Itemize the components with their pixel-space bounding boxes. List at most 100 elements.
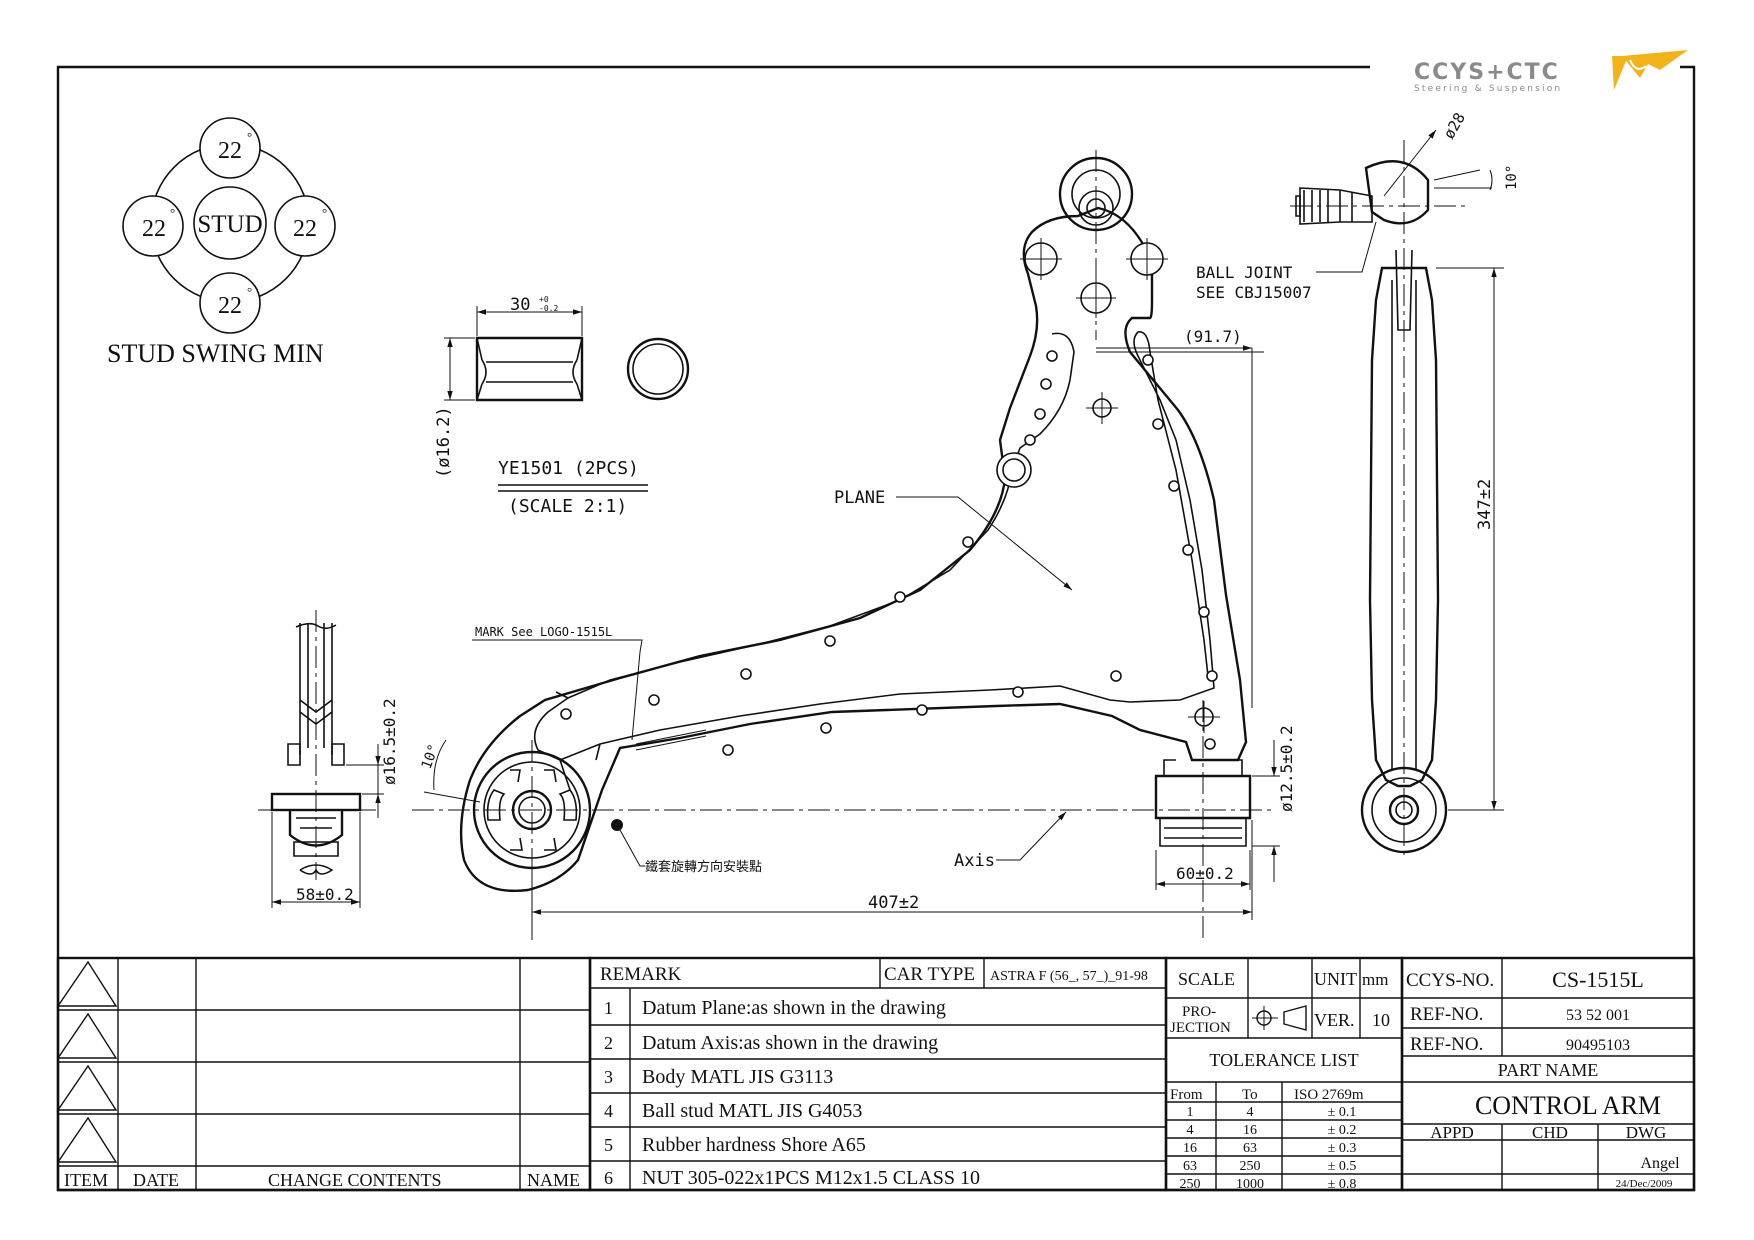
rear-bushing-width: 60±0.2 xyxy=(1176,864,1234,883)
ver-label: VER. xyxy=(1314,1010,1355,1030)
left-diameter: ø16.5±0.2 xyxy=(380,698,399,785)
main-angle: 10° xyxy=(419,742,443,771)
part-name-label: PART NAME xyxy=(1498,1060,1598,1080)
projection-symbol-icon xyxy=(1252,1005,1307,1031)
ref-no-2: 90495103 xyxy=(1566,1037,1630,1054)
svg-text:± 0.5: ± 0.5 xyxy=(1328,1159,1357,1174)
drawing-date: 24/Dec/2009 xyxy=(1616,1178,1673,1190)
stud-swing-caption: STUD SWING MIN xyxy=(107,339,324,368)
ref-no-label-1: REF-NO. xyxy=(1410,1004,1483,1025)
svg-text:ISO 2769m: ISO 2769m xyxy=(1294,1087,1364,1103)
overall-length: 407±2 xyxy=(868,893,919,913)
projection-label-1: PRO- xyxy=(1182,1004,1216,1020)
rev-name-header: NAME xyxy=(527,1170,580,1190)
appd-label: APPD xyxy=(1430,1123,1473,1142)
swing-angle-top: 22 xyxy=(218,138,242,164)
remark-header: REMARK xyxy=(600,964,682,985)
scale-label: SCALE xyxy=(1178,969,1235,989)
svg-text:1: 1 xyxy=(604,998,613,1018)
svg-text:°: ° xyxy=(247,129,252,144)
ref-no-label-2: REF-NO. xyxy=(1410,1034,1483,1055)
svg-text:16: 16 xyxy=(1243,1123,1257,1138)
bushing-diameter: (ø16.2) xyxy=(434,406,454,478)
remark-5: Rubber hardness Shore A65 xyxy=(642,1134,866,1156)
plane-label: PLANE xyxy=(834,488,885,508)
bushing-note: 鐵套旋轉方向安裝點 xyxy=(645,859,762,875)
chd-label: CHD xyxy=(1532,1123,1568,1142)
car-type: ASTRA F (56_, 57_)_91-98 xyxy=(990,969,1148,984)
svg-text:-0.2: -0.2 xyxy=(539,304,558,313)
remark-2: Datum Axis:as shown in the drawing xyxy=(642,1032,938,1054)
unit-label: UNIT xyxy=(1314,969,1357,989)
svg-text:To: To xyxy=(1242,1087,1258,1103)
stud-swing-diagram: STUD 22 22 22 22 ° ° ° ° STUD SWING MIN xyxy=(107,117,336,368)
svg-text:4: 4 xyxy=(604,1101,613,1121)
logo-tagline: Steering & Suspension xyxy=(1414,84,1562,94)
ver-value: 10 xyxy=(1372,1010,1390,1030)
svg-text:2: 2 xyxy=(604,1033,613,1053)
control-arm-main-view: (91.7) 407±2 60±0.2 ø12.5±0.2 10° PLANE … xyxy=(412,150,1296,940)
ref-no-1: 53 52 001 xyxy=(1566,1007,1630,1024)
swing-angle-bottom: 22 xyxy=(218,293,242,319)
svg-text:63: 63 xyxy=(1183,1159,1197,1174)
axis-label: Axis xyxy=(954,851,995,871)
bushing-part: YE1501 (2PCS) xyxy=(498,458,639,479)
tolerance-rows: 1 4 ± 0.1 4 16 ± 0.2 16 63 ± 0.3 63 250 … xyxy=(1180,1105,1357,1192)
ccys-no-label: CCYS-NO. xyxy=(1406,970,1494,991)
svg-text:± 0.1: ± 0.1 xyxy=(1328,1105,1357,1120)
svg-text:63: 63 xyxy=(1243,1141,1257,1156)
unit-value: mm xyxy=(1362,970,1388,989)
svg-text:5: 5 xyxy=(604,1135,613,1155)
bushing-detail: 30 +0 -0.2 (ø16.2) YE1501 (2PCS) (SCALE … xyxy=(434,295,690,517)
svg-text:16: 16 xyxy=(1183,1141,1197,1156)
svg-text:± 0.3: ± 0.3 xyxy=(1328,1141,1357,1156)
svg-text:± 0.8: ± 0.8 xyxy=(1328,1177,1357,1192)
svg-text:1: 1 xyxy=(1187,1105,1194,1120)
left-end-view: 58±0.2 ø16.5±0.2 xyxy=(258,610,399,908)
rev-change-header: CHANGE CONTENTS xyxy=(268,1170,442,1190)
stud-label: STUD xyxy=(197,211,262,238)
remark-4: Ball stud MATL JIS G4053 xyxy=(642,1100,862,1122)
rib-holes xyxy=(560,350,1218,756)
side-diameter: ø28 xyxy=(1440,110,1469,142)
svg-text:+0: +0 xyxy=(539,295,549,304)
projection-label-2: JECTION xyxy=(1170,1020,1231,1036)
ball-joint-ref: SEE CBJ15007 xyxy=(1196,283,1312,302)
svg-text:°: ° xyxy=(322,205,327,220)
mark-note: MARK See LOGO-1515L xyxy=(475,625,612,639)
bushing-width: 30 xyxy=(510,295,530,315)
left-width: 58±0.2 xyxy=(296,885,354,904)
svg-text:4: 4 xyxy=(1187,1123,1194,1138)
svg-text:4: 4 xyxy=(1247,1105,1254,1120)
drawer-name: Angel xyxy=(1640,1155,1680,1172)
remark-rows: 1 Datum Plane:as shown in the drawing 2 … xyxy=(604,997,980,1189)
company-logo: CCYS+CTC Steering & Suspension xyxy=(1414,50,1688,94)
remark-1: Datum Plane:as shown in the drawing xyxy=(642,997,946,1019)
svg-text:1000: 1000 xyxy=(1236,1177,1264,1192)
ccys-no: CS-1515L xyxy=(1552,967,1644,992)
side-length: 347±2 xyxy=(1475,479,1495,530)
dim-917: (91.7) xyxy=(1184,327,1242,346)
title-block: ITEM DATE CHANGE CONTENTS NAME REMARK CA… xyxy=(56,956,1696,1192)
part-name: CONTROL ARM xyxy=(1475,1091,1661,1120)
svg-text:± 0.2: ± 0.2 xyxy=(1328,1123,1357,1138)
rev-date-header: DATE xyxy=(133,1170,179,1190)
svg-text:From: From xyxy=(1170,1087,1203,1103)
swing-angle-left: 22 xyxy=(142,216,166,242)
rear-diameter: ø12.5±0.2 xyxy=(1277,725,1296,812)
ball-joint-label: BALL JOINT xyxy=(1196,263,1293,282)
svg-text:250: 250 xyxy=(1180,1177,1201,1192)
side-angle: 10° xyxy=(1504,165,1520,190)
swing-angle-right: 22 xyxy=(293,216,317,242)
car-type-label: CAR TYPE xyxy=(884,964,975,985)
bushing-scale: (SCALE 2:1) xyxy=(508,496,627,517)
svg-text:°: ° xyxy=(170,205,175,220)
svg-text:°: ° xyxy=(247,284,252,299)
svg-text:6: 6 xyxy=(604,1168,613,1188)
tolerance-title: TOLERANCE LIST xyxy=(1209,1050,1358,1070)
logo-name: CCYS+CTC xyxy=(1414,60,1560,85)
dwg-label: DWG xyxy=(1626,1123,1667,1142)
remark-3: Body MATL JIS G3113 xyxy=(642,1066,833,1088)
remark-6: NUT 305-022x1PCS M12x1.5 CLASS 10 xyxy=(642,1167,980,1189)
